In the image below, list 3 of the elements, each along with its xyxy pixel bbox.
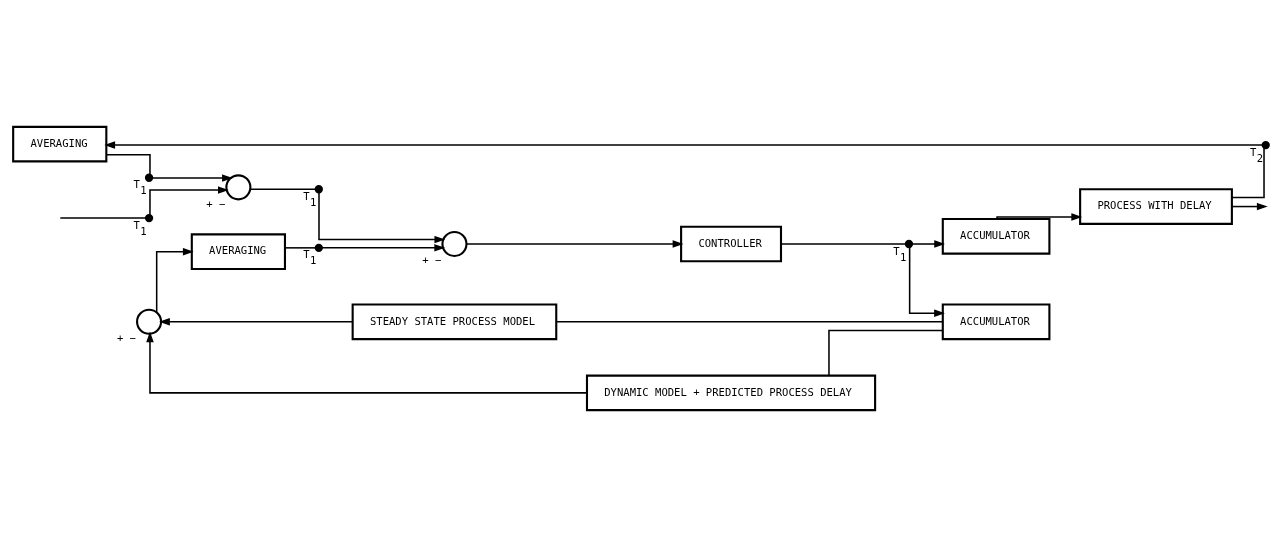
node-label: + −	[116, 332, 136, 345]
node-label: + −	[206, 197, 226, 210]
node-label: + −	[422, 254, 442, 267]
